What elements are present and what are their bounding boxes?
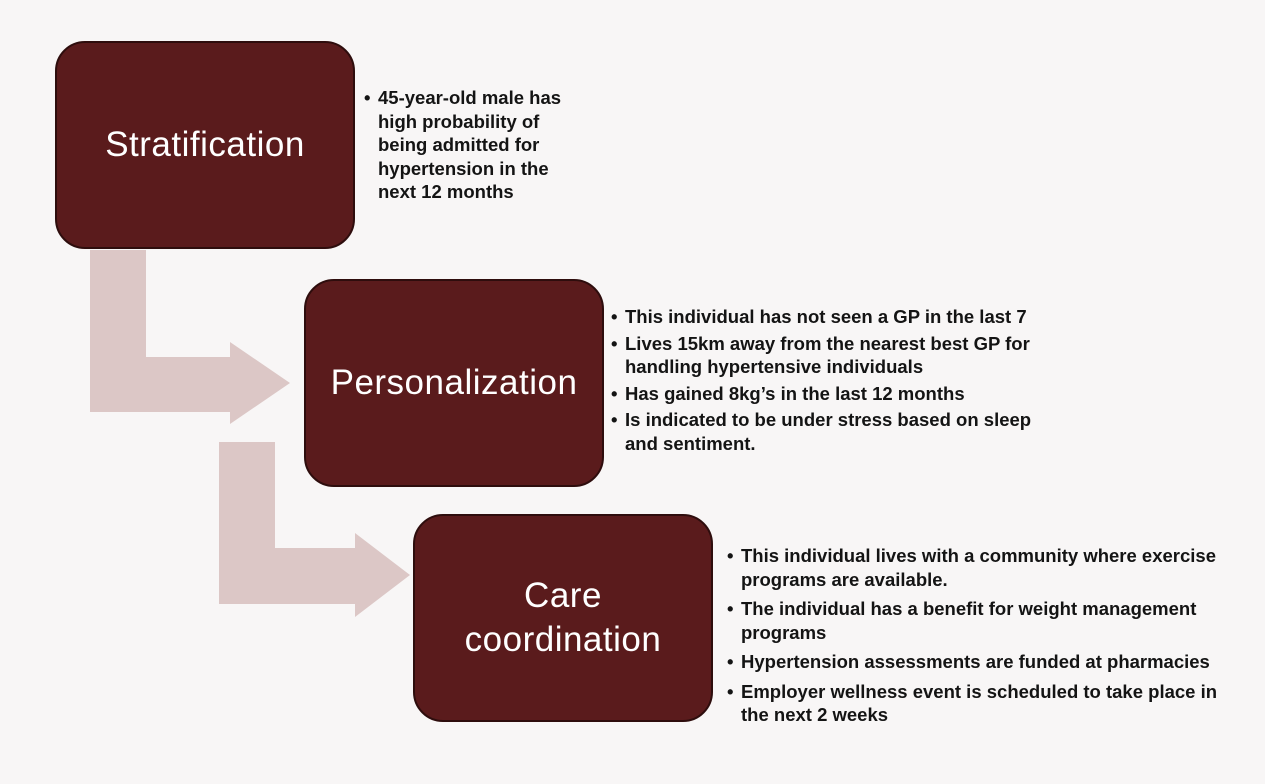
bullet-item: The individual has a benefit for weight …	[727, 597, 1247, 644]
bullet-item: Is indicated to be under stress based on…	[611, 408, 1051, 455]
stage-details-personalization: This individual has not seen a GP in the…	[611, 305, 1051, 458]
stage-title: Personalization	[330, 363, 578, 402]
bullet-item: 45-year-old male has high probability of…	[364, 86, 579, 204]
bullet-item: Hypertension assessments are funded at p…	[727, 650, 1247, 674]
bullet-item: This individual lives with a community w…	[727, 544, 1247, 591]
bullet-item: Has gained 8kg’s in the last 12 months	[611, 382, 1051, 406]
bullet-item: Lives 15km away from the nearest best GP…	[611, 332, 1051, 379]
stage-box-personalization: Personalization	[304, 279, 604, 487]
flow-arrow-stratification-to-personalization	[90, 250, 290, 424]
stage-details-stratification: 45-year-old male has high probability of…	[364, 86, 579, 207]
flow-arrow-personalization-to-care-coordination	[219, 442, 410, 617]
bullet-item: This individual has not seen a GP in the…	[611, 305, 1051, 329]
stage-title: Care coordination	[464, 576, 662, 659]
stage-box-stratification: Stratification	[55, 41, 355, 249]
stage-box-care-coordination: Care coordination	[413, 514, 713, 722]
stage-title: Stratification	[105, 125, 305, 164]
stage-details-care-coordination: This individual lives with a community w…	[727, 544, 1247, 733]
bullet-item: Employer wellness event is scheduled to …	[727, 680, 1247, 727]
